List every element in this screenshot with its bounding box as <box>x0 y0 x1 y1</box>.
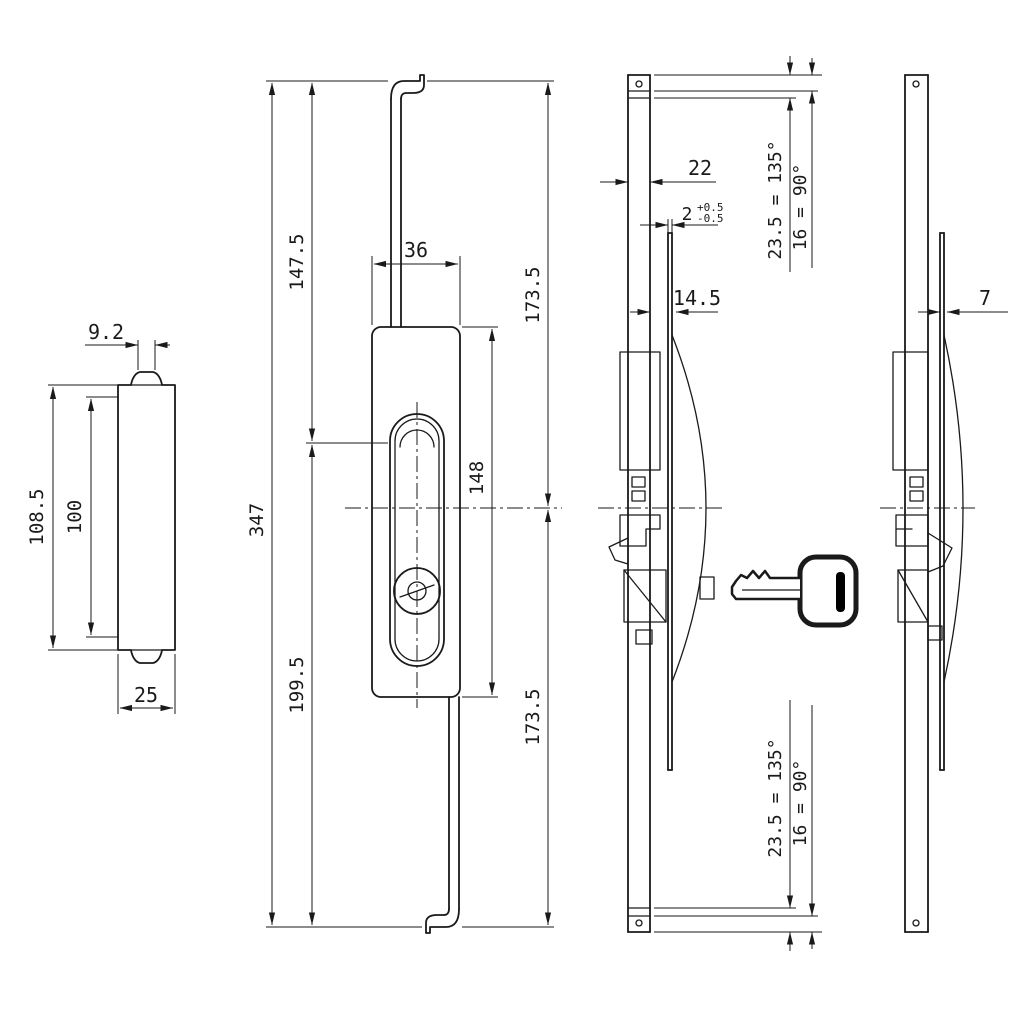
side-view-2 <box>892 74 964 933</box>
dim-label-top-section: 147.5 <box>286 233 308 290</box>
profile-view <box>117 371 176 664</box>
dim-label-top-bend-long: 23.5 = 135° <box>765 140 786 259</box>
dim-label-body-width: 36 <box>404 238 428 262</box>
dim-label-inner-height: 100 <box>64 500 86 534</box>
dim-label-total-height: 347 <box>246 503 268 537</box>
dim-label-bottom-section: 199.5 <box>286 656 308 713</box>
dim-label-tol-plus: +0.5 <box>697 201 724 214</box>
dim-label-depth: 14.5 <box>673 286 721 310</box>
dim-label-top-to-center: 173.5 <box>522 266 544 323</box>
dim-label-bottom-bend-long: 23.5 = 135° <box>765 738 786 857</box>
side-dimensions: 22 2 +0.5 -0.5 14.5 23.5 = 135° 16 = 90°… <box>600 56 822 951</box>
dim-label-top-width: 9.2 <box>88 320 124 344</box>
side-view <box>608 74 715 933</box>
dim-label-plate-thickness: 2 <box>682 204 693 225</box>
dim-label-tol-minus: -0.5 <box>697 212 724 225</box>
front-dimensions: 36 147.5 199.5 347 148 173.5 173.5 <box>246 80 554 928</box>
key-icon <box>730 554 859 628</box>
side2-dimensions: 7 <box>918 286 1008 316</box>
dim-label-rod-width: 22 <box>688 156 712 180</box>
dim-label-body-height: 148 <box>466 461 488 495</box>
dim-label-center-to-bottom: 173.5 <box>522 688 544 745</box>
dim-label-top-bend-short: 16 = 90° <box>790 164 811 251</box>
dim-label-outer-height: 108.5 <box>26 488 48 545</box>
dim-label-plate-offset: 7 <box>979 286 991 310</box>
profile-dimensions: 9.2 108.5 100 25 <box>26 320 176 714</box>
front-view <box>371 74 461 934</box>
dim-label-base-width: 25 <box>134 683 158 707</box>
dim-label-bottom-bend-short: 16 = 90° <box>790 760 811 847</box>
